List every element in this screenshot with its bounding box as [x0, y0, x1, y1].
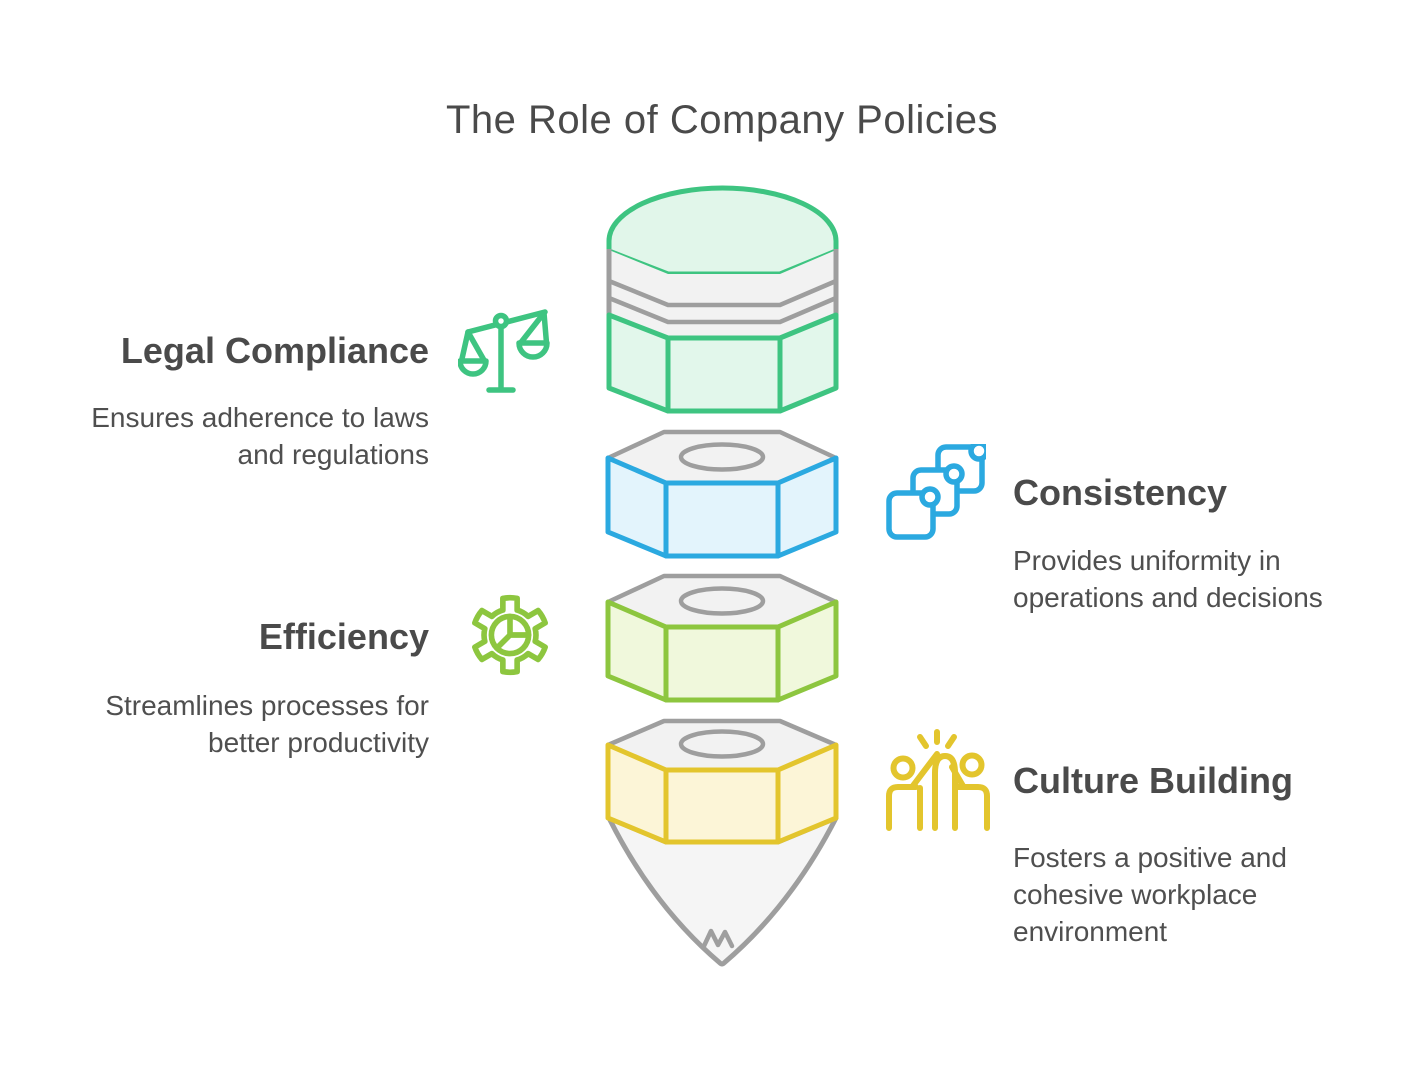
gear-pie-icon — [472, 594, 548, 676]
pencil-segment-legal-compliance — [606, 312, 839, 414]
efficiency-heading: Efficiency — [258, 616, 429, 657]
pencil-segment-consistency — [605, 429, 839, 559]
pencil-segment-efficiency — [605, 573, 839, 703]
scales-icon — [458, 309, 550, 393]
pencil-eraser-cap — [606, 185, 839, 277]
pencil-ferrule — [606, 249, 839, 340]
page-title: The Role of Company Policies — [445, 98, 999, 142]
legal-compliance-description: Ensures adherence to laws and regulation… — [91, 402, 429, 470]
culture-building-description: Fosters a positive and cohesive workplac… — [1013, 842, 1287, 947]
pencil-illustration — [605, 185, 839, 967]
efficiency-description: Streamlines processes for better product… — [105, 690, 429, 758]
consistency-heading: Consistency — [1013, 472, 1228, 513]
culture-building-heading: Culture Building — [1013, 760, 1293, 801]
pencil-tip — [606, 815, 839, 967]
pencil-lead-zigzag — [701, 928, 735, 949]
pencil-segment-culture-building — [605, 718, 839, 845]
high-five-icon — [886, 729, 990, 831]
legal-compliance-heading: Legal Compliance — [120, 330, 429, 371]
consistency-description: Provides uniformity in operations and de… — [1013, 545, 1323, 613]
stacked-squares-icon — [886, 444, 986, 540]
